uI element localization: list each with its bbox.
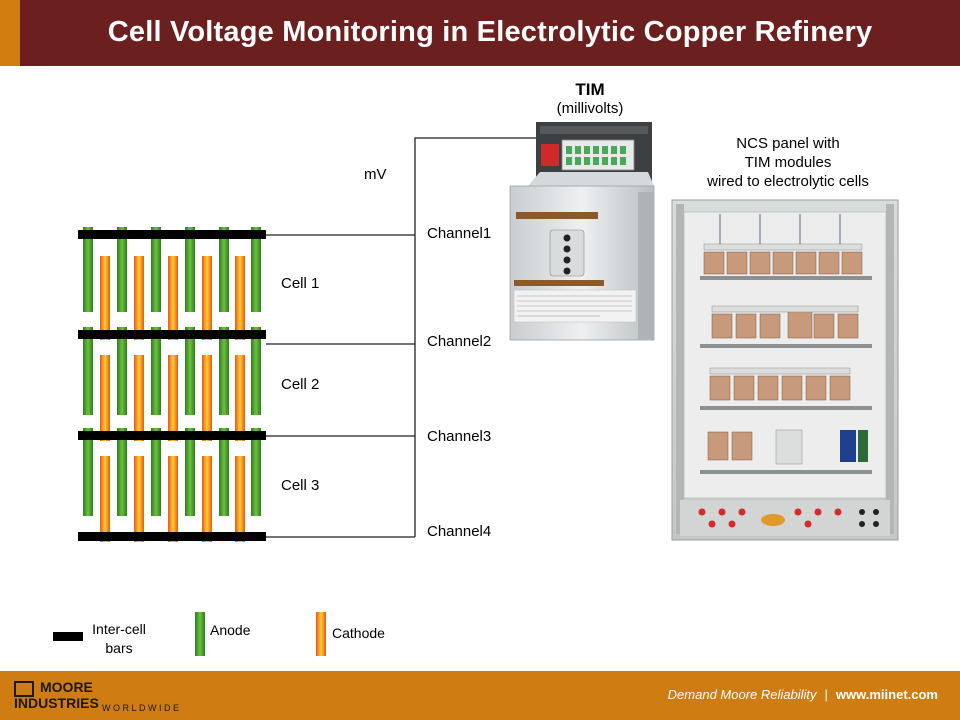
cathode	[134, 256, 144, 340]
legend-anode-swatch	[195, 612, 205, 656]
tim-title: TIM	[575, 80, 605, 99]
anode	[117, 428, 127, 516]
anode	[117, 227, 127, 312]
cell-1-label: Cell 1	[281, 275, 320, 292]
channel-3-label: Channel3	[427, 428, 492, 445]
mv-label: mV	[364, 166, 387, 183]
legend-bars-line: Inter-cell	[92, 621, 146, 637]
cathode	[100, 256, 110, 340]
cathode	[202, 256, 212, 340]
cathode	[202, 355, 212, 441]
ncs-panel-image	[671, 199, 899, 541]
anode	[83, 227, 93, 312]
anode	[251, 327, 261, 415]
panel-caption-line: TIM modules	[744, 154, 832, 171]
inter-cell-bar	[78, 431, 266, 440]
footer-slogan: Demand Moore Reliability	[667, 687, 817, 702]
anode	[219, 327, 229, 415]
anode	[117, 327, 127, 415]
inter-cell-bar	[78, 532, 266, 541]
moore-logo-icon	[14, 681, 34, 697]
legend	[53, 612, 326, 656]
legend-cathode-label: Cathode	[332, 625, 385, 641]
anodes	[83, 227, 261, 516]
anode	[151, 327, 161, 415]
wire-mv	[414, 137, 541, 537]
cell-2-label: Cell 2	[281, 376, 320, 393]
logo-line-1: MOORE	[40, 679, 93, 695]
cathode	[100, 456, 110, 542]
anode	[151, 428, 161, 516]
panel-caption-line: wired to electrolytic cells	[707, 173, 869, 190]
cathode	[168, 355, 178, 441]
anode	[185, 227, 195, 312]
cathode	[235, 456, 245, 542]
wiring	[266, 137, 541, 538]
anode	[219, 227, 229, 312]
anode	[219, 428, 229, 516]
tim-module-image	[509, 122, 655, 341]
cathode	[235, 355, 245, 441]
anode	[185, 428, 195, 516]
inter-cell-bars	[78, 230, 266, 541]
logo-line-2: INDUSTRIES	[14, 695, 99, 711]
panel-caption: NCS panel with TIM modules wired to elec…	[672, 134, 904, 191]
cathode	[235, 256, 245, 340]
channel-1-label: Channel1	[427, 225, 492, 242]
legend-anode-label: Anode	[210, 622, 251, 638]
anode	[251, 227, 261, 312]
title-bar	[0, 0, 960, 66]
cathodes	[100, 256, 245, 542]
footer-tagline: Demand Moore Reliability | www.miinet.com	[668, 687, 938, 702]
title-accent	[0, 0, 20, 66]
slide-title: Cell Voltage Monitoring in Electrolytic …	[107, 16, 873, 48]
footer: MOORE INDUSTRIES WORLDWIDE Demand Moore …	[0, 671, 960, 720]
anode	[83, 327, 93, 415]
channel-2-label: Channel2	[427, 333, 492, 350]
footer-url[interactable]: www.miinet.com	[835, 687, 938, 702]
footer-separator: |	[824, 687, 828, 702]
tim-label: TIM (millivolts)	[530, 80, 650, 117]
cathode	[134, 456, 144, 542]
anode	[185, 327, 195, 415]
cell-3-label: Cell 3	[281, 477, 320, 494]
inter-cell-bar	[78, 230, 266, 239]
anode	[151, 227, 161, 312]
anode	[83, 428, 93, 516]
cathode	[168, 256, 178, 340]
tim-subtitle: (millivolts)	[556, 100, 624, 117]
inter-cell-bar	[78, 330, 266, 339]
cathode	[134, 355, 144, 441]
logo-line-3: WORLDWIDE	[102, 703, 182, 713]
cathode	[202, 456, 212, 542]
cathode	[100, 355, 110, 441]
channel-4-label: Channel4	[427, 523, 492, 540]
anode	[251, 428, 261, 516]
legend-bar-swatch	[53, 632, 83, 641]
legend-bars-label: Inter-cell bars	[89, 620, 149, 658]
cathode	[168, 456, 178, 542]
legend-bars-line: bars	[105, 640, 133, 656]
legend-cathode-swatch	[316, 612, 326, 656]
panel-caption-line: NCS panel with	[736, 135, 840, 152]
